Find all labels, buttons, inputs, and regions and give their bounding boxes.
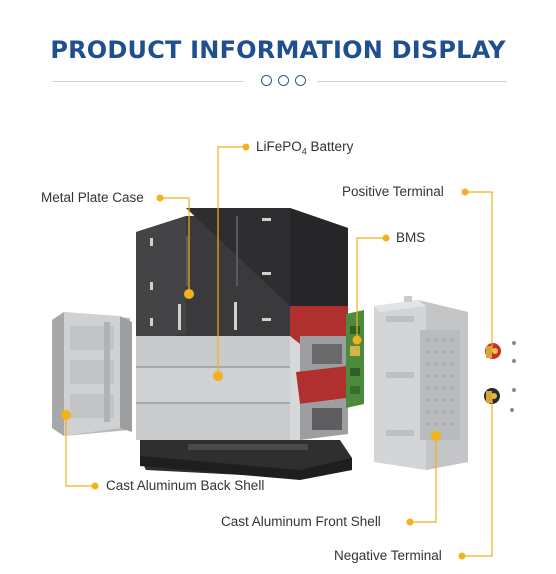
- label-bms: BMS: [396, 230, 426, 245]
- label-battery-subscript: 4: [301, 146, 307, 157]
- title-dots-ornament: [261, 75, 311, 87]
- negative-terminal: [484, 388, 516, 412]
- label-cast-aluminum-back-shell: Cast Aluminum Back Shell: [106, 478, 265, 493]
- back-shell: [52, 312, 132, 436]
- label-battery-text: LiFePO: [256, 139, 302, 154]
- title-divider-left: [52, 81, 244, 82]
- ornament-dot: [261, 75, 272, 86]
- label-lifepo4-battery: LiFePO4 Battery: [256, 139, 353, 157]
- label-battery-suffix: Battery: [306, 139, 354, 154]
- label-cast-aluminum-front-shell: Cast Aluminum Front Shell: [221, 514, 381, 529]
- label-negative-terminal: Negative Terminal: [334, 548, 442, 563]
- ornament-dot: [278, 75, 289, 86]
- positive-terminal: [485, 341, 516, 363]
- base-stand: [140, 440, 352, 480]
- ornament-dot: [295, 75, 306, 86]
- front-shell: [374, 296, 468, 470]
- callout-leaders: [65, 146, 493, 557]
- lifepo4-cell-stack: [136, 306, 348, 440]
- label-positive-terminal: Positive Terminal: [342, 184, 444, 199]
- label-metal-plate-case: Metal Plate Case: [41, 190, 144, 205]
- callout-dots: [61, 143, 469, 560]
- metal-plate-case: [136, 208, 348, 340]
- page-title: PRODUCT INFORMATION DISPLAY: [50, 36, 506, 64]
- bms-board: [346, 310, 364, 408]
- title-divider-right: [317, 81, 507, 82]
